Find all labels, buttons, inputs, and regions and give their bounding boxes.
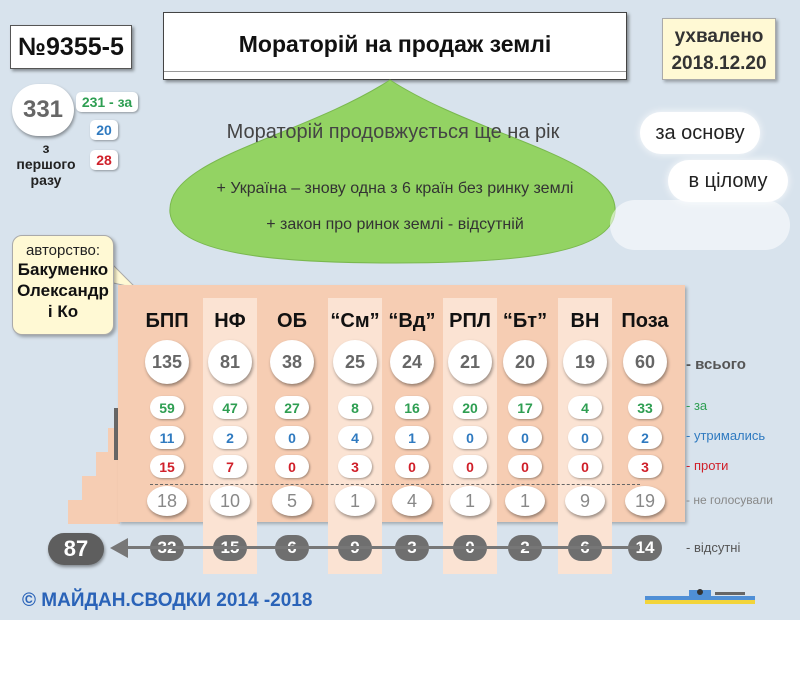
- party-for: 4: [568, 396, 602, 419]
- party-total: 81: [208, 340, 252, 384]
- summary-main: Мораторій продовжується ще на рік: [226, 121, 560, 143]
- party-abstained: 1: [395, 426, 429, 449]
- party-abstained: 4: [338, 426, 372, 449]
- first-time-line1: з: [42, 140, 50, 156]
- legend-total: - всього: [686, 356, 746, 373]
- party-against: 0: [453, 455, 487, 478]
- party-name: БПП: [145, 310, 189, 332]
- party-not-voted: 19: [625, 486, 665, 516]
- authorship-line2: Олександр: [17, 281, 109, 300]
- party-not-voted: 1: [505, 486, 545, 516]
- footer-copyright: © МАЙДАН.СВОДКИ 2014 -2018: [22, 590, 313, 611]
- title-underline: [164, 71, 626, 72]
- legend-not-voted: - не голосували: [686, 493, 773, 507]
- count-abstained: 20: [90, 120, 118, 140]
- party-not-voted: 4: [392, 486, 432, 516]
- absent-total: 87: [48, 533, 104, 565]
- summary-point-2: + закон про ринок землі - відсутній: [266, 216, 524, 233]
- party-for: 8: [338, 396, 372, 419]
- summary-cloud-shape: [169, 79, 616, 264]
- arrow-left-icon: [110, 538, 128, 558]
- party-for: 59: [150, 396, 184, 419]
- party-against: 15: [150, 455, 184, 478]
- decor-cloud: [610, 200, 790, 250]
- party-against: 3: [628, 455, 662, 478]
- authorship-line3: і Ко: [47, 302, 79, 321]
- party-not-voted: 10: [210, 486, 250, 516]
- party-for: 47: [213, 396, 247, 419]
- party-for: 33: [628, 396, 662, 419]
- party-total: 20: [503, 340, 547, 384]
- party-abstained: 0: [568, 426, 602, 449]
- party-for: 16: [395, 396, 429, 419]
- party-not-voted: 1: [450, 486, 490, 516]
- dashed-separator: [150, 484, 640, 485]
- first-time-note: з першого разу: [10, 140, 82, 188]
- party-abstained: 0: [275, 426, 309, 449]
- party-total: 60: [623, 340, 667, 384]
- party-name: РПЛ: [449, 310, 491, 332]
- authorship-line1: Бакуменко: [17, 260, 109, 279]
- party-against: 7: [213, 455, 247, 478]
- authorship-label: авторство:: [25, 242, 101, 259]
- authorship-callout: авторство: Бакуменко Олександр і Ко: [12, 235, 114, 335]
- page-title: Мораторій на продаж землі: [238, 31, 552, 57]
- approved-label: ухвалено: [674, 26, 764, 47]
- count-against: 28: [90, 150, 118, 170]
- steps-decoration: [68, 408, 120, 524]
- party-against: 0: [395, 455, 429, 478]
- party-name: ОБ: [277, 310, 307, 332]
- party-against: 0: [568, 455, 602, 478]
- party-for: 20: [453, 396, 487, 419]
- absent-line: [120, 546, 640, 549]
- party-for: 17: [508, 396, 542, 419]
- party-total: 38: [270, 340, 314, 384]
- party-not-voted: 9: [565, 486, 605, 516]
- party-name: НФ: [214, 310, 246, 332]
- title-box: Мораторій на продаж землі: [163, 12, 627, 80]
- party-absent: 14: [628, 535, 662, 561]
- party-total: 21: [448, 340, 492, 384]
- party-against: 0: [275, 455, 309, 478]
- basis-first-cloud: за основу: [640, 112, 760, 154]
- total-for-circle: 331: [12, 84, 74, 136]
- party-abstained: 2: [213, 426, 247, 449]
- count-for: 231 - за: [76, 92, 138, 112]
- party-against: 0: [508, 455, 542, 478]
- party-name: ВН: [570, 310, 600, 332]
- infographic-canvas: №9355-5 Мораторій на продаж землі ухвале…: [0, 0, 800, 620]
- party-total: 19: [563, 340, 607, 384]
- approved-box: ухвалено 2018.12.20: [662, 18, 776, 80]
- party-not-voted: 5: [272, 486, 312, 516]
- party-for: 27: [275, 396, 309, 419]
- party-name: Поза: [621, 310, 669, 332]
- summary-point-1: + Україна – знову одна з 6 країн без рин…: [216, 180, 574, 197]
- legend-abstained: - утримались: [686, 428, 766, 443]
- legend-against: - проти: [686, 458, 729, 473]
- first-time-line3: разу: [30, 172, 62, 188]
- party-total: 25: [333, 340, 377, 384]
- party-name: “См”: [330, 310, 380, 332]
- party-not-voted: 1: [335, 486, 375, 516]
- party-abstained: 11: [150, 426, 184, 449]
- basis-whole-cloud: в цілому: [668, 160, 788, 202]
- party-total: 135: [145, 340, 189, 384]
- party-total: 24: [390, 340, 434, 384]
- party-abstained: 0: [508, 426, 542, 449]
- map-logo-icon: [645, 589, 755, 604]
- bill-number: №9355-5: [10, 25, 132, 69]
- party-abstained: 0: [453, 426, 487, 449]
- party-against: 3: [338, 455, 372, 478]
- party-not-voted: 18: [147, 486, 187, 516]
- approved-date: 2018.12.20: [671, 53, 767, 74]
- first-time-line2: першого: [16, 156, 76, 172]
- legend-for: - за: [686, 398, 708, 413]
- party-name: “Бт”: [502, 310, 548, 332]
- party-abstained: 2: [628, 426, 662, 449]
- legend-absent: - відсутні: [686, 540, 741, 555]
- party-name: “Вд”: [388, 310, 436, 332]
